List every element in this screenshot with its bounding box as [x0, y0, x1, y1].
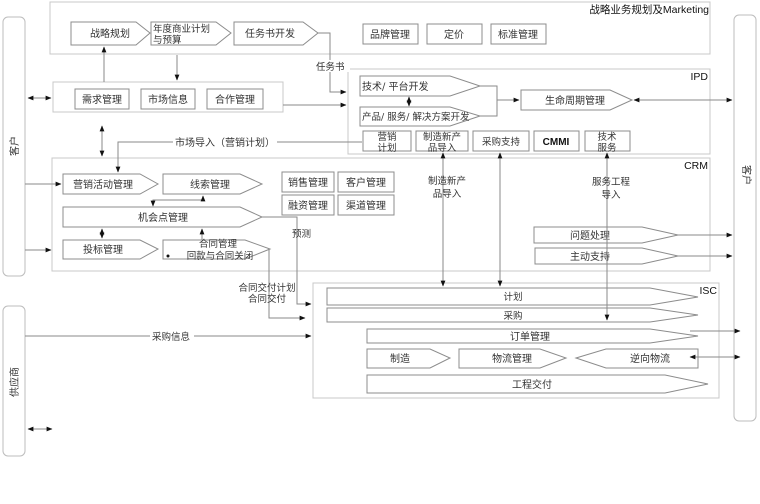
- product-solution-dev-step[interactable]: 产品/ 服务/ 解决方案开发: [359, 106, 482, 127]
- svg-text:标准管理: 标准管理: [498, 28, 538, 41]
- svg-text:客户管理: 客户管理: [346, 176, 386, 189]
- contract-plan-label-1: 合同交付计划: [238, 282, 295, 294]
- procurement-step[interactable]: 采购: [326, 307, 699, 323]
- svg-text:物流管理: 物流管理: [492, 352, 532, 365]
- svg-text:营销活动管理: 营销活动管理: [73, 178, 133, 191]
- svg-text:合同管理: 合同管理: [199, 238, 238, 250]
- pricing-box[interactable]: 定价: [426, 23, 483, 45]
- issue-handling-step[interactable]: 问题处理: [533, 226, 679, 244]
- svg-text:机会点管理: 机会点管理: [138, 211, 188, 224]
- svg-text:订单管理: 订单管理: [510, 330, 550, 343]
- svg-text:品牌管理: 品牌管理: [370, 28, 410, 41]
- svg-text:回款与合同关闭: 回款与合同关闭: [187, 250, 254, 262]
- svg-text:营销: 营销: [377, 131, 397, 143]
- svg-text:采购: 采购: [503, 310, 522, 322]
- reverse-logistics-step[interactable]: 逆向物流: [574, 348, 699, 369]
- mfg-intro-label-2: 品导入: [433, 189, 462, 200]
- demand-management-box[interactable]: 需求管理: [74, 88, 130, 110]
- svg-text:采购支持: 采购支持: [482, 136, 521, 148]
- customer-management-box[interactable]: 客户管理: [337, 171, 395, 193]
- svg-text:技术/ 平台开发: 技术/ 平台开发: [362, 80, 429, 93]
- manufacturing-step[interactable]: 制造: [366, 348, 452, 369]
- svg-text:制造: 制造: [390, 352, 410, 365]
- svg-text:需求管理: 需求管理: [82, 93, 122, 106]
- customer-right-label: 客户: [740, 165, 753, 185]
- svg-text:定价: 定价: [444, 28, 464, 41]
- strategy-title: 战略业务规划及Marketing: [589, 3, 709, 16]
- tech-platform-dev-step[interactable]: 技术/ 平台开发: [359, 75, 482, 97]
- svg-text:投标管理: 投标管理: [83, 243, 123, 256]
- svg-text:计划: 计划: [503, 291, 522, 303]
- svg-text:线索管理: 线索管理: [190, 178, 230, 191]
- marketing-plan-box[interactable]: 营销 计划: [362, 130, 412, 154]
- plan-step[interactable]: 计划: [326, 287, 699, 306]
- market-info-box[interactable]: 市场信息: [140, 88, 196, 110]
- lifecycle-management-step[interactable]: 生命周期管理: [520, 89, 634, 111]
- svg-text:与预算: 与预算: [153, 34, 182, 46]
- purchase-info-label: 采购信息: [152, 331, 190, 343]
- strategy-planning-step[interactable]: 战略规划: [70, 21, 151, 46]
- svg-text:服务: 服务: [597, 142, 617, 154]
- brand-management-box[interactable]: 品牌管理: [362, 23, 419, 45]
- svg-text:逆向物流: 逆向物流: [630, 352, 670, 365]
- svg-text:渠道管理: 渠道管理: [346, 199, 386, 212]
- svg-text:计划: 计划: [377, 142, 396, 154]
- cmmi-box[interactable]: CMMI: [533, 130, 580, 152]
- annual-business-plan-step[interactable]: 年度商业计划 与预算: [150, 21, 232, 46]
- bidding-management-step[interactable]: 投标管理: [62, 239, 160, 260]
- supplier-actor: 供应商: [2, 305, 26, 457]
- financing-management-box[interactable]: 融资管理: [281, 194, 335, 216]
- channel-management-box[interactable]: 渠道管理: [337, 194, 395, 216]
- svg-text:主动支持: 主动支持: [570, 250, 610, 263]
- svg-text:融资管理: 融资管理: [288, 199, 328, 212]
- svg-text:任务书开发: 任务书开发: [245, 27, 295, 40]
- contract-plan-label-2: 合同交付: [248, 293, 287, 305]
- crm-title: CRM: [684, 160, 708, 172]
- supplier-label: 供应商: [8, 367, 21, 397]
- svg-text:生命周期管理: 生命周期管理: [545, 94, 605, 107]
- opportunity-management-step[interactable]: 机会点管理: [62, 206, 264, 228]
- mfg-intro-label-1: 制造新产: [428, 175, 466, 187]
- forecast-label: 预测: [292, 229, 311, 240]
- svg-text:产品/ 服务/ 解决方案开发: 产品/ 服务/ 解决方案开发: [362, 111, 470, 123]
- contract-management-step[interactable]: 合同管理 回款与合同关闭: [162, 238, 272, 262]
- svg-text:合作管理: 合作管理: [215, 93, 255, 106]
- connector-labels: 任务书 市场导入（营销计划） 制造新产 品导入 服务工程 导入 预测 合同交付计…: [150, 60, 630, 343]
- isc-title: ISC: [699, 285, 717, 297]
- svg-text:市场信息: 市场信息: [148, 93, 188, 106]
- svg-text:销售管理: 销售管理: [288, 176, 328, 189]
- svg-text:品导入: 品导入: [428, 143, 457, 154]
- ipd-title: IPD: [690, 71, 708, 83]
- lead-management-step[interactable]: 线索管理: [162, 173, 264, 195]
- partnership-management-box[interactable]: 合作管理: [206, 88, 264, 110]
- svg-text:制造新产: 制造新产: [423, 131, 461, 143]
- logistics-management-step[interactable]: 物流管理: [458, 348, 568, 369]
- customer-left-label: 客户: [8, 136, 21, 156]
- npi-box[interactable]: 制造新产 品导入: [415, 130, 469, 154]
- svg-text:技术: 技术: [597, 131, 617, 143]
- mission-development-step[interactable]: 任务书开发: [233, 21, 319, 46]
- market-input-label: 市场导入（营销计划）: [175, 136, 275, 149]
- svg-text:年度商业计划: 年度商业计划: [153, 23, 210, 35]
- engineering-delivery-step[interactable]: 工程交付: [366, 374, 709, 394]
- marketing-activity-step[interactable]: 营销活动管理: [62, 173, 160, 195]
- svg-text:工程交付: 工程交付: [512, 378, 552, 391]
- service-intro-label-2: 导入: [601, 190, 621, 201]
- tech-service-box[interactable]: 技术 服务: [584, 130, 631, 154]
- service-intro-label-1: 服务工程: [592, 176, 631, 188]
- sales-management-box[interactable]: 销售管理: [281, 171, 335, 193]
- order-management-step[interactable]: 订单管理: [366, 328, 699, 344]
- mission-label: 任务书: [316, 61, 345, 73]
- standards-management-box[interactable]: 标准管理: [490, 23, 547, 45]
- svg-text:CMMI: CMMI: [543, 137, 570, 148]
- customer-left-actor: 客户: [2, 16, 26, 277]
- svg-text:战略规划: 战略规划: [90, 27, 130, 40]
- customer-right-actor: 客户: [733, 14, 757, 422]
- svg-text:问题处理: 问题处理: [570, 229, 610, 242]
- procurement-support-box[interactable]: 采购支持: [472, 130, 530, 152]
